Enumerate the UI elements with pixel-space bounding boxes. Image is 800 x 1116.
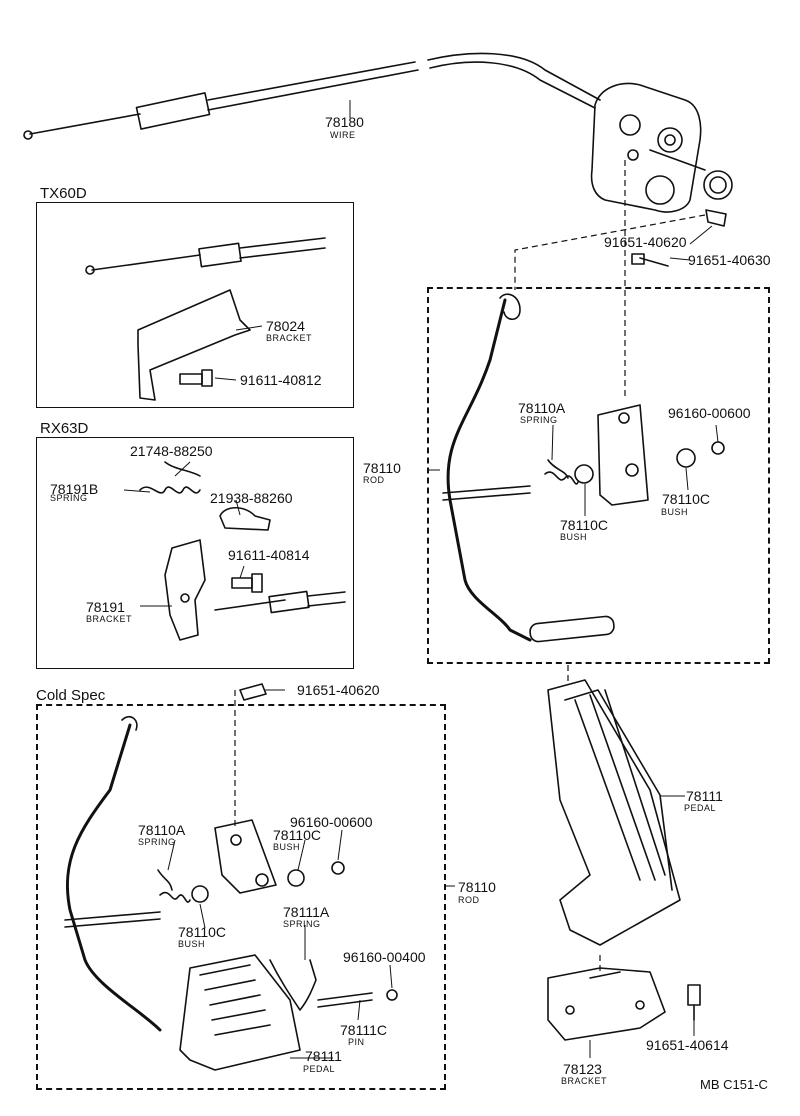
part-name-bush: BUSH bbox=[661, 507, 689, 517]
part-number-bolt-pedal: 91651-40614 bbox=[646, 1037, 729, 1053]
part-number-bush: 78110C bbox=[662, 491, 711, 507]
part-number-nut-a: 96160-00600 bbox=[668, 405, 751, 421]
part-name-bracket-pedal: BRACKET bbox=[561, 1076, 608, 1086]
section-title-tx60d: TX60D bbox=[40, 185, 87, 202]
main-rod-assembly-frame bbox=[427, 287, 770, 664]
part-number-cs-spring-b: 78111A bbox=[283, 904, 330, 920]
part-number-clip-rx: 21748-88250 bbox=[130, 443, 213, 459]
part-number-cs-bolt: 91651-40620 bbox=[297, 682, 380, 698]
diagram-code: MB C151-C bbox=[700, 1077, 768, 1092]
part-number-cs-bush: 78110C bbox=[273, 827, 322, 843]
part-name-cs-bush: BUSH bbox=[273, 842, 301, 852]
part-name-bracket-tx: BRACKET bbox=[266, 333, 313, 343]
part-number-spring-a: 78110A bbox=[518, 400, 566, 416]
part-number-cs-pedal: 78111 bbox=[305, 1048, 342, 1064]
part-number-cs-rod: 78110 bbox=[458, 879, 496, 895]
part-number-bracket-rx: 78191 bbox=[86, 599, 125, 615]
part-number-clamp-rx: 21938-88260 bbox=[210, 490, 293, 506]
part-number-cs-spring-a: 78110A bbox=[138, 822, 186, 838]
part-name-cs-pedal: PEDAL bbox=[303, 1064, 336, 1074]
rx63d-parts-drawing bbox=[139, 461, 346, 641]
part-number-bush-2: 78110C bbox=[560, 517, 609, 533]
part-name-bush-2: BUSH bbox=[560, 532, 588, 542]
main-pedal-drawing bbox=[547, 679, 701, 1041]
tx60d-parts-drawing bbox=[85, 237, 326, 401]
part-number-bracket-tx: 78024 bbox=[266, 318, 305, 334]
part-number-pedal: 78111 bbox=[686, 788, 723, 804]
part-number-bracket-pedal: 78123 bbox=[563, 1061, 602, 1077]
part-number-cs-bush-2: 78110C bbox=[178, 924, 227, 940]
part-name-cs-pin: PIN bbox=[348, 1037, 365, 1047]
part-name-spring-a: SPRING bbox=[520, 415, 558, 425]
leader-lines bbox=[123, 100, 719, 1059]
part-number-bolt-top2: 91651-40630 bbox=[688, 252, 771, 268]
part-number-bolt-rx: 91611-40814 bbox=[228, 547, 310, 563]
part-name-cs-spring-b: SPRING bbox=[283, 919, 321, 929]
main-rod-drawing bbox=[442, 293, 725, 643]
part-name-cs-bush-2: BUSH bbox=[178, 939, 206, 949]
section-title-cold-spec: Cold Spec bbox=[36, 687, 106, 704]
part-number-cs-nut: 96160-00600 bbox=[290, 814, 373, 830]
part-name-cs-rod: ROD bbox=[458, 895, 480, 905]
tx60d-frame bbox=[36, 202, 354, 408]
part-number-bolt-top1: 91651-40620 bbox=[604, 234, 687, 250]
cold-spec-drawing bbox=[64, 683, 398, 1071]
part-number-cs-nut-2: 96160-00400 bbox=[343, 949, 426, 965]
section-title-rx63d: RX63D bbox=[40, 420, 89, 437]
rx63d-frame bbox=[36, 437, 354, 669]
top-mechanism-drawing bbox=[590, 82, 733, 267]
part-name-spring-rx: SPRING bbox=[50, 493, 88, 503]
part-number-wire: 78180 bbox=[325, 114, 364, 130]
cold-spec-assembly-frame bbox=[36, 704, 446, 1090]
guide-lines bbox=[234, 160, 706, 975]
part-name-pedal: PEDAL bbox=[684, 803, 717, 813]
part-name-wire: WIRE bbox=[330, 130, 356, 140]
part-number-cs-pin: 78111C bbox=[340, 1022, 387, 1038]
wire-cable-drawing bbox=[23, 52, 601, 140]
part-number-spring-rx: 78191B bbox=[50, 481, 99, 497]
part-name-cs-spring-a: SPRING bbox=[138, 837, 176, 847]
part-name-rod: ROD bbox=[363, 475, 385, 485]
part-number-rod: 78110 bbox=[363, 460, 401, 476]
part-name-bracket-rx: BRACKET bbox=[86, 614, 133, 624]
part-number-bolt-tx: 91611-40812 bbox=[240, 372, 322, 388]
